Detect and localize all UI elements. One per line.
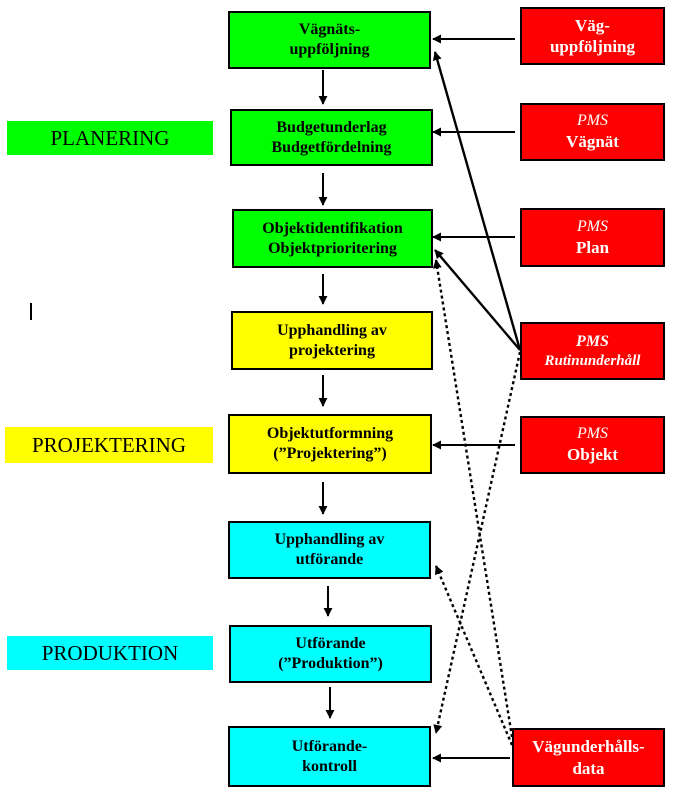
step-line-1: Upphandling av xyxy=(274,531,385,548)
step-line-1: Vägnäts- xyxy=(298,21,361,38)
step-line-2: (”Projektering”) xyxy=(273,445,387,462)
phase-label-produktion: PRODUKTION xyxy=(7,636,213,670)
source-line-2: Vägnät xyxy=(566,132,619,152)
dotted-rutin-to-kontroll xyxy=(433,351,522,734)
phase-label-text: PRODUKTION xyxy=(41,640,179,665)
step-vagnatsuppfoljning: Vägnäts- uppföljning xyxy=(228,11,431,69)
step-budget: Budgetunderlag Budgetfördelning xyxy=(230,109,433,166)
step-line-1: Budgetunderlag xyxy=(276,118,387,136)
phase-label-planering: PLANERING xyxy=(7,121,213,155)
source-line-1: PMS xyxy=(576,425,609,443)
source-pms-objekt: PMS Objekt xyxy=(520,416,665,474)
step-objektid: Objektidentifikation Objektprioritering xyxy=(232,209,433,268)
step-line-1: Objektutformning xyxy=(266,425,394,442)
source-line-2: uppföljning xyxy=(549,37,636,56)
source-pms-vagnat: PMS Vägnät xyxy=(520,103,665,161)
step-line-2: utförande xyxy=(295,551,364,568)
phase-label-projektering: PROJEKTERING xyxy=(5,427,213,463)
source-line-2: data xyxy=(572,758,605,778)
source-pms-plan: PMS Plan xyxy=(520,208,665,267)
dotted-data-to-objektid xyxy=(432,259,514,738)
source-line-2: Objekt xyxy=(567,445,618,465)
step-utforandekontroll: Utförande- kontroll xyxy=(228,726,431,787)
source-line-1: Vägunderhålls- xyxy=(532,737,645,757)
step-upphandling-projektering: Upphandling av projektering xyxy=(231,311,433,370)
source-line-1: PMS xyxy=(576,332,609,350)
rutin-to-vagnats-arrow xyxy=(432,51,522,351)
step-line-2: uppföljning xyxy=(289,41,370,58)
text-cursor-mark xyxy=(30,303,32,320)
step-line-1: Utförande xyxy=(295,635,366,652)
step-objektutformning: Objektutformning (”Projektering”) xyxy=(228,414,432,474)
source-line-1: PMS xyxy=(576,217,609,235)
step-line-1: Utförande- xyxy=(291,737,368,755)
step-line-2: Objektprioritering xyxy=(268,239,397,257)
rutin-to-objektid-arrow xyxy=(434,249,521,351)
dotted-data-to-upphandling xyxy=(434,565,514,746)
phase-label-text: PLANERING xyxy=(50,125,170,150)
source-vaguppfoljning: Väg- uppföljning xyxy=(520,7,665,65)
source-vagunderhallsdata: Vägunderhålls- data xyxy=(512,728,665,787)
source-line-2: Rutinunderhåll xyxy=(544,352,641,369)
phase-label-text: PROJEKTERING xyxy=(31,432,186,457)
step-line-2: kontroll xyxy=(302,757,357,775)
step-line-2: projektering xyxy=(289,341,375,359)
source-line-1: Väg- xyxy=(575,15,610,35)
step-line-2: (”Produktion”) xyxy=(278,655,383,672)
source-line-2: Plan xyxy=(575,237,610,257)
step-line-2: Budgetfördelning xyxy=(271,138,392,156)
step-line-1: Objektidentifikation xyxy=(262,219,403,237)
source-pms-rutinunderhall: PMS Rutinunderhåll xyxy=(520,322,665,380)
step-utforande: Utförande (”Produktion”) xyxy=(229,625,432,683)
step-upphandling-utforande: Upphandling av utförande xyxy=(228,521,431,579)
source-line-1: PMS xyxy=(576,112,609,130)
step-line-1: Upphandling av xyxy=(277,321,387,339)
